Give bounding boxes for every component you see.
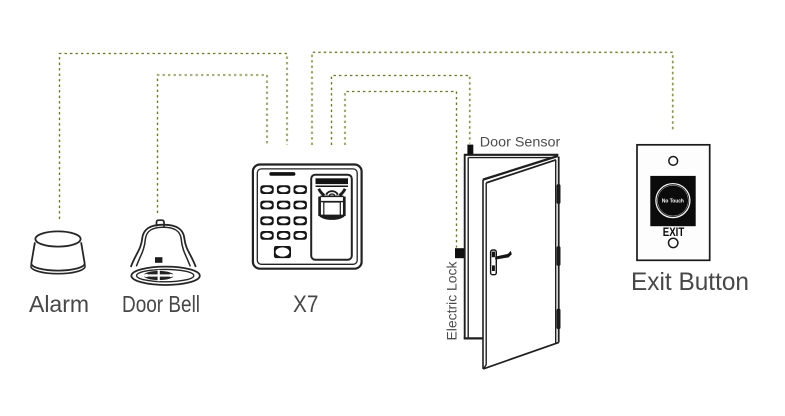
svg-text:X7: X7 [293, 291, 318, 318]
svg-text:Door Bell: Door Bell [122, 291, 200, 317]
svg-text:No Touch: No Touch [662, 198, 684, 204]
svg-text:Door Sensor: Door Sensor [480, 135, 561, 150]
svg-text:EXIT: EXIT [663, 227, 685, 239]
svg-text:Alarm: Alarm [29, 291, 89, 317]
svg-text:Electric Lock: Electric Lock [445, 261, 460, 340]
svg-text:Exit Button: Exit Button [631, 268, 749, 296]
